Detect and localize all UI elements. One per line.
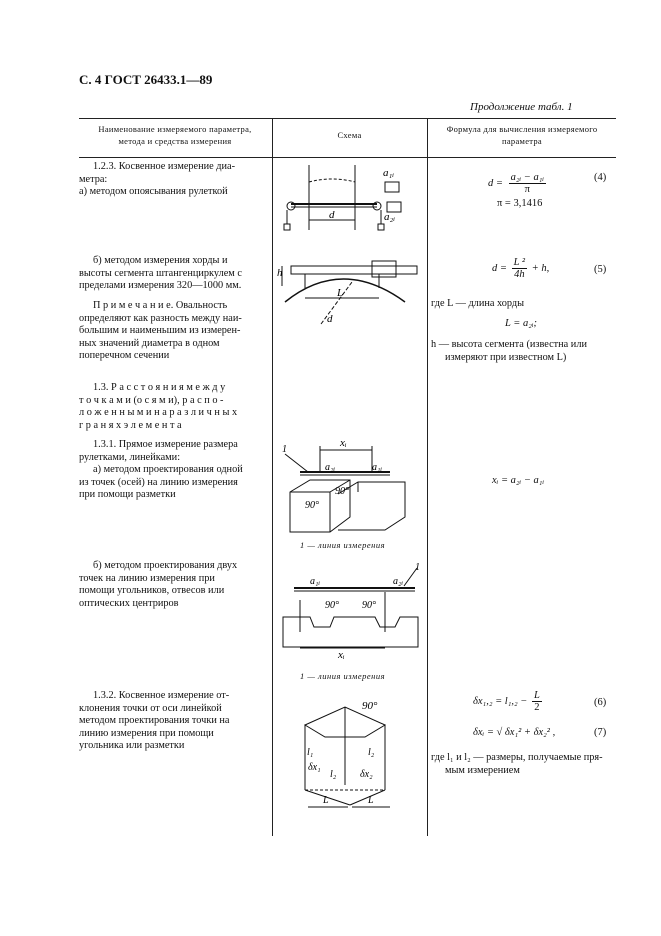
label-angle-90-a: 90° xyxy=(335,486,349,497)
column-header-scheme: Схема xyxy=(337,130,362,140)
label-angle-90-c: 90° xyxy=(325,600,339,611)
label-angle-90-d: 90° xyxy=(362,600,376,611)
column-divider-1 xyxy=(272,118,273,836)
where-L: где L — длина хорды xyxy=(431,298,525,309)
label-dx1: δx₁ xyxy=(308,762,321,773)
table-continuation: Продолжение табл. 1 xyxy=(470,101,573,113)
label-xi: xᵢ xyxy=(339,437,347,449)
column-header-parameter: Наименование измеряемого параметра,метод… xyxy=(98,124,252,146)
pi-value: π = 3,1416 xyxy=(497,198,543,209)
scheme-projection-two-points: a₁ᵢ a₂ᵢ 1 90° 90° xᵢ xyxy=(282,562,420,661)
label-a1i-proj: a₁ᵢ xyxy=(372,462,382,473)
label-a1i-two: a₁ᵢ xyxy=(310,576,320,587)
label-h: h xyxy=(277,267,283,279)
equation-number-7: (7) xyxy=(594,727,607,738)
formula-xi: xᵢ = a₂ᵢ − a₁ᵢ xyxy=(492,475,545,486)
caption-measurement-line-1: 1 — линия измерения xyxy=(300,540,386,550)
label-xi-two: xᵢ xyxy=(337,649,345,661)
row-1-2-3-title: 1.2.3. Косвенное измерение диа-метра:а) … xyxy=(79,161,236,197)
page-header: С. 4 ГОСТ 26433.1—89 xyxy=(79,72,213,87)
label-L-left: L xyxy=(322,795,329,806)
caption-measurement-line-2: 1 — линия измерения xyxy=(300,671,386,681)
label-l2: l₂ xyxy=(368,747,375,758)
label-a1i: a₁ᵢ xyxy=(383,167,394,179)
label-d: d xyxy=(329,209,335,221)
label-angle-90-b: 90° xyxy=(305,500,319,511)
table-header-rule xyxy=(79,157,616,158)
formula-7: δxᵢ = √ δx₁² + δx₂² , xyxy=(473,727,556,738)
label-1: 1 xyxy=(282,444,287,455)
scheme-chord-caliper: h L d xyxy=(277,260,418,325)
formula-6: δx₁,₂ = l₁,₂ − L 2 xyxy=(473,690,542,713)
label-1-two: 1 xyxy=(415,562,420,573)
equation-number-5: (5) xyxy=(594,264,607,275)
scheme-circumference-tape: a₁ᵢ d a₂ᵢ xyxy=(283,165,402,231)
label-a2i-two: a₂ᵢ xyxy=(393,576,403,587)
label-L-right: L xyxy=(367,795,374,806)
formula-5: d = L ² 4h + h, xyxy=(492,257,550,280)
formula-4: d = a₂ᵢ − a₁ᵢ π xyxy=(488,172,547,195)
label-a2i-proj: a₂ᵢ xyxy=(325,462,335,473)
equation-number-6: (6) xyxy=(594,697,607,708)
label-l1: l₁ xyxy=(307,747,313,758)
label-l2-b: l₂ xyxy=(330,769,337,780)
formula-L: L = a₂ᵢ; xyxy=(505,318,538,329)
label-angle-90-e: 90° xyxy=(362,700,378,712)
scheme-axis-deviation: 90° l₁ l₂ δx₁ l₂ δx₂ L L xyxy=(303,700,390,808)
label-d-chord: d xyxy=(327,313,333,325)
label-a2i: a₂ᵢ xyxy=(384,211,395,223)
row-1-3-2-title: 1.3.2. Косвенное измерение от-клонения т… xyxy=(79,690,230,751)
where-l1-l2: где l₁ и l₂ — размеры, получаемые пря-мы… xyxy=(431,752,603,776)
scheme-projection-one-point: xᵢ 1 a₂ᵢ a₁ᵢ 90° 90° xyxy=(282,437,406,533)
label-dx2: δx₂ xyxy=(360,769,373,780)
equation-number-4: (4) xyxy=(594,172,607,183)
label-L: L xyxy=(336,287,343,299)
column-divider-2 xyxy=(427,118,428,836)
table-top-rule xyxy=(79,118,616,119)
